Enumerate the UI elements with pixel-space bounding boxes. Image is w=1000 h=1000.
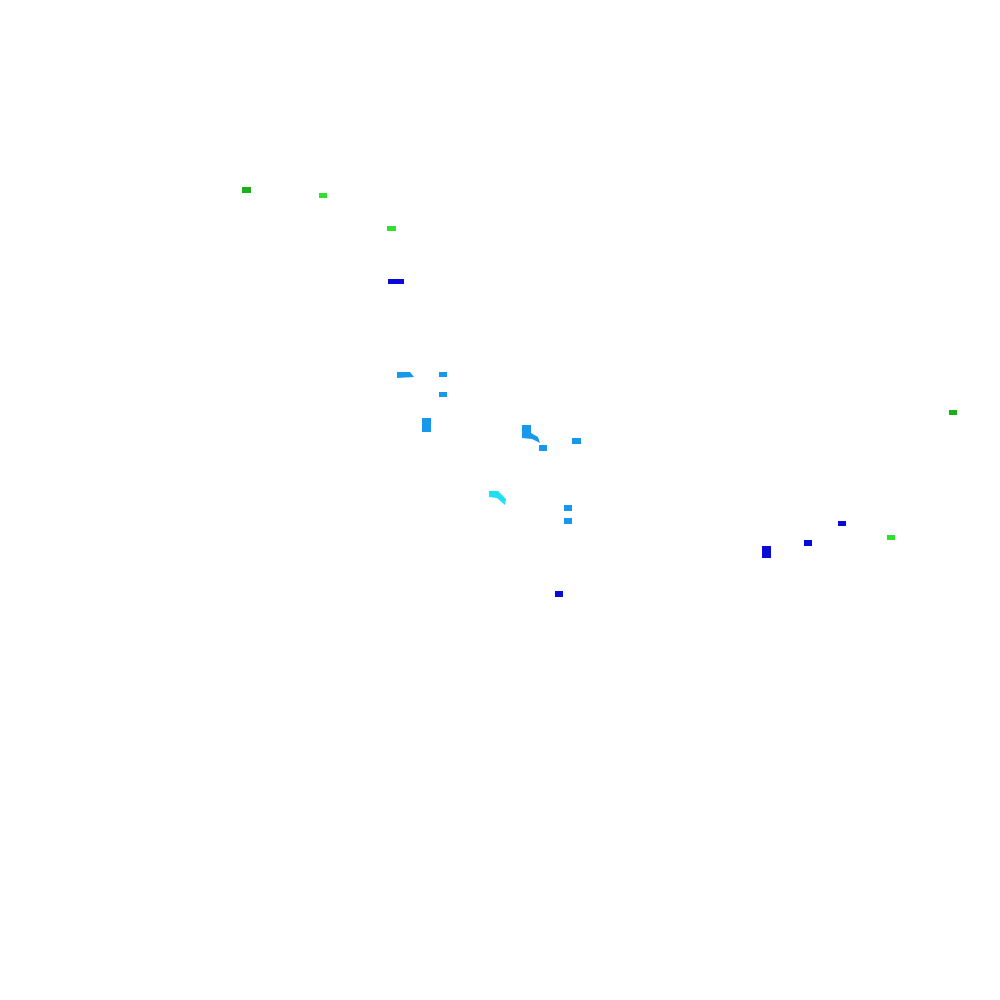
marker-mid-blue (564, 505, 572, 511)
marker-dark-blue (804, 540, 812, 546)
marker-mid-blue (564, 518, 572, 524)
marker-mid-blue (439, 372, 447, 377)
marker-dark-blue (555, 591, 563, 597)
marker-dark-blue (762, 546, 771, 558)
marker-mid-blue (539, 445, 547, 451)
marker-dark-blue (388, 279, 404, 284)
marker-dark-green (949, 410, 957, 415)
marker-bright-green (387, 226, 396, 231)
marker-mid-blue (522, 425, 540, 443)
marker-dark-green (242, 187, 251, 193)
marker-mid-blue (397, 372, 414, 378)
marker-mid-blue (422, 418, 431, 432)
marker-bright-green (887, 535, 895, 540)
marker-bright-green (319, 193, 327, 198)
marker-mid-blue (572, 438, 581, 444)
marker-mid-blue (439, 392, 447, 397)
marker-cyan (489, 491, 506, 505)
marker-dark-blue (838, 521, 846, 526)
